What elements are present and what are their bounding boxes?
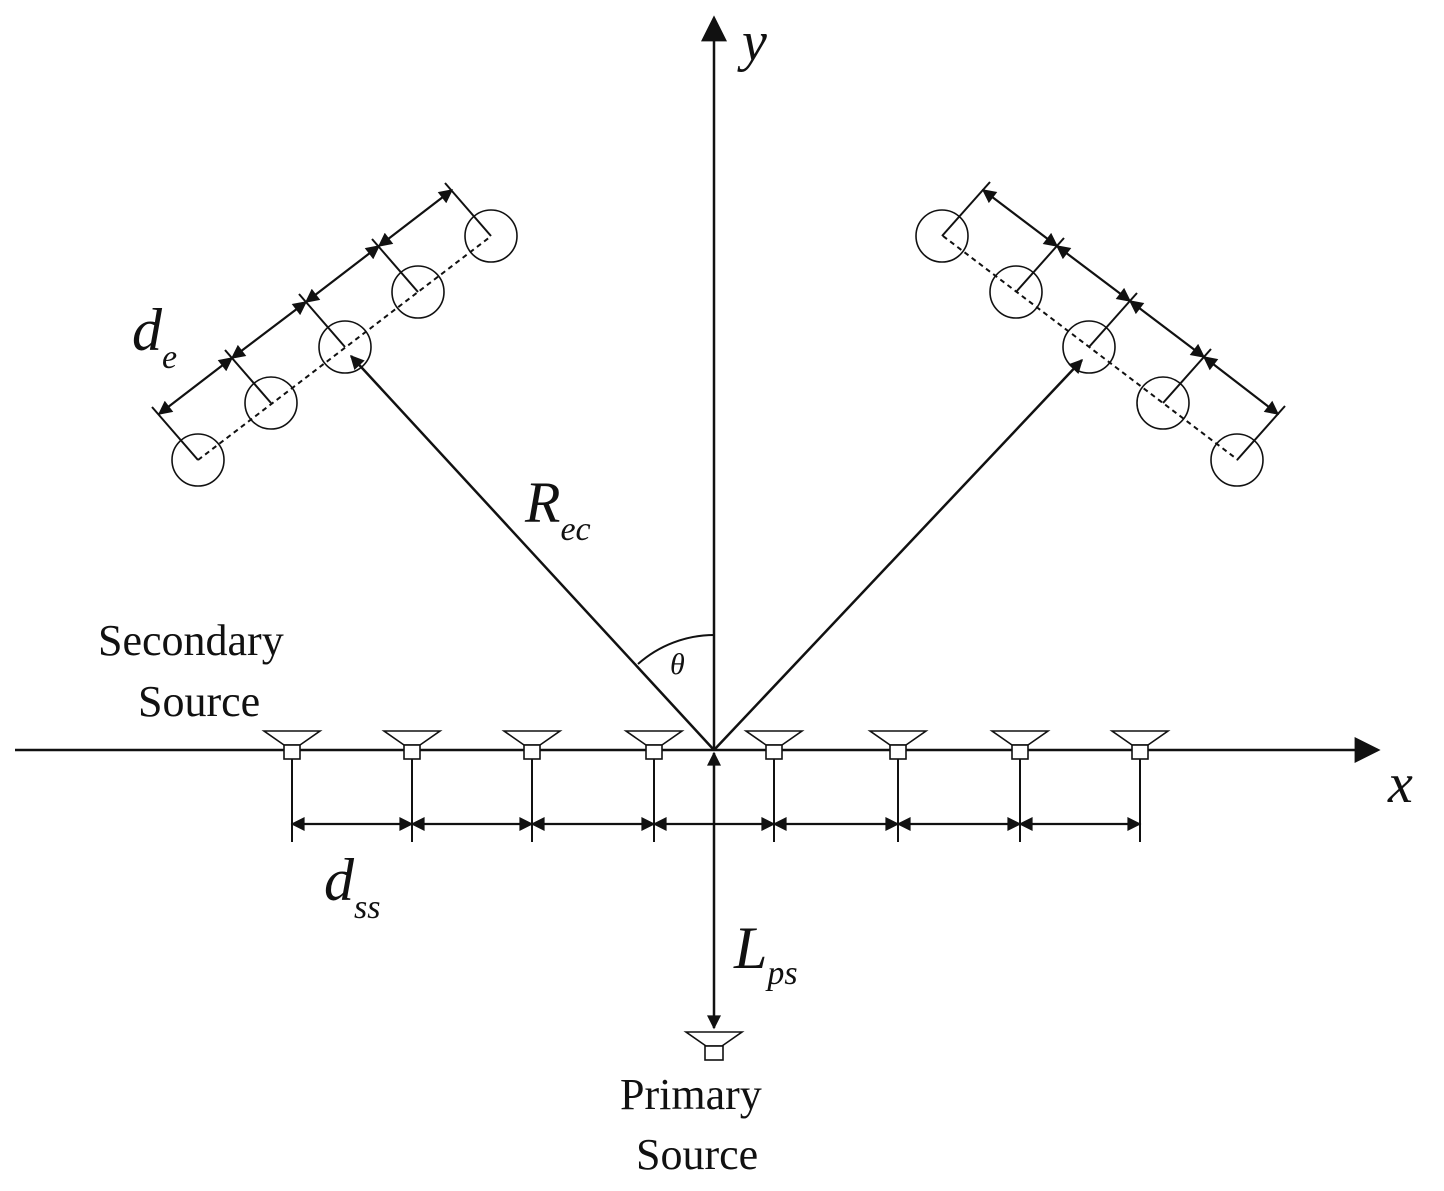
r-ec-right-arrow (713, 358, 1083, 751)
left-sensor-circle (318, 320, 372, 374)
theta-arc (637, 634, 715, 665)
left-extension-line (151, 406, 199, 461)
right-dim-arrow (1128, 300, 1206, 358)
y-axis-label: y (737, 11, 767, 73)
right-sensor-circle (989, 265, 1043, 319)
r-ec-label: Rec (524, 470, 591, 548)
primary-source-speaker-icon (683, 1031, 745, 1061)
right-sensor-circle (1210, 433, 1264, 487)
left-sensor-circle (244, 376, 298, 430)
left-dim-arrow (157, 357, 234, 415)
d-e-label: de (132, 297, 177, 376)
d-ss-label: dss (324, 847, 380, 926)
r-ec-left-arrow (350, 354, 715, 751)
right-sensor-circle (1062, 320, 1116, 374)
right-sensor-circle (1136, 376, 1190, 430)
loudspeaker-icon (381, 730, 443, 842)
right-array-center-line (942, 235, 1239, 461)
left-dim-arrow (304, 245, 381, 303)
right-dim-arrow (1055, 245, 1132, 302)
loudspeaker-icon (1109, 730, 1171, 842)
left-sensor-circle (171, 433, 225, 487)
loudspeaker-icon (623, 730, 685, 842)
right-dim-arrow (981, 189, 1059, 247)
primary-source-label-line1: Primary (620, 1070, 762, 1119)
x-axis-label: x (1387, 753, 1413, 815)
secondary-source-label-line1: Secondary (98, 616, 284, 665)
right-error-sensor-array (915, 181, 1286, 487)
left-dim-arrow (377, 189, 454, 247)
l-ps-label: Lps (733, 915, 798, 992)
loudspeaker-icon (261, 730, 323, 842)
left-array-center-line (197, 236, 491, 461)
loudspeaker-icon (501, 730, 563, 842)
theta-label: θ (670, 648, 685, 681)
loudspeaker-icon (867, 730, 929, 842)
left-sensor-circle (391, 265, 445, 319)
right-dim-arrow (1202, 356, 1280, 415)
right-extension-line (1236, 405, 1286, 461)
left-sensor-circle (464, 209, 518, 263)
secondary-source-label-line2: Source (138, 677, 260, 726)
right-sensor-circle (915, 209, 969, 263)
loudspeaker-icon (989, 730, 1051, 842)
primary-source-label-line2: Source (636, 1130, 758, 1179)
left-error-sensor-array (151, 182, 518, 487)
loudspeaker-icon (743, 730, 805, 842)
left-dim-arrow (230, 301, 308, 359)
